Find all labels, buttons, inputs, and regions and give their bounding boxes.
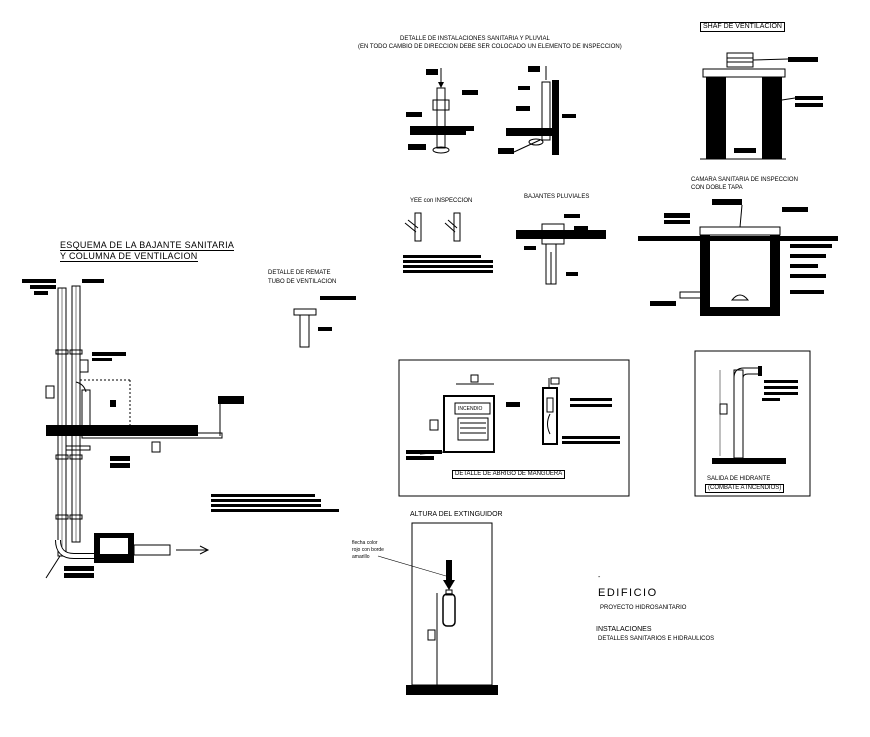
extinguisher-note-line1: flecha color: [352, 540, 378, 546]
downpipes-title: BAJANTES PLUVIALES: [524, 194, 590, 200]
hose-panel-text: INCENDIO: [458, 406, 483, 412]
scheme-title-line2: Y COLUMNA DE VENTILACION: [60, 251, 198, 262]
sanitary-detail-title: DETALLE DE INSTALACIONES SANITARIA Y PLU…: [400, 36, 550, 42]
chamber-title-line1: CAMARA SANITARIA DE INSPECCION: [691, 177, 798, 183]
chamber-title-line2: CON DOBLE TAPA: [691, 185, 743, 191]
yee-inspection-drawing: [403, 212, 493, 273]
title-block-dash: -: [598, 574, 601, 581]
ventilation-shaft-drawing: [700, 52, 823, 160]
extinguisher-note-line2: rojo con borde: [352, 547, 384, 553]
hydrant-panel: [694, 350, 811, 497]
hydrant-caption-line1: SALIDA DE HIDRANTE: [707, 476, 771, 482]
title-block-section: INSTALACIONES: [596, 626, 652, 633]
pluvial-downpipe-drawing: [516, 214, 606, 285]
scheme-title-line1: ESQUEMA DE LA BAJANTE SANITARIA: [60, 240, 235, 251]
extinguisher-drawing: [377, 522, 498, 695]
yee-title: YEE con INSPECCION: [410, 198, 473, 204]
downpipe-scheme-drawing: [22, 279, 339, 579]
extinguisher-note-line3: amarillo: [352, 554, 370, 560]
hose-cabinet-caption: DETALLE DE ABRIGO DE MANGUERA: [452, 470, 566, 479]
sanitary-detail-drawing: [406, 66, 576, 155]
vent-cap-title-line1: DETALLE DE REMATE: [268, 270, 331, 276]
title-block-project: PROYECTO HIDROSANITARIO: [600, 605, 687, 611]
title-block-building: EDIFICIO: [598, 587, 658, 599]
inspection-chamber-drawing: [638, 199, 838, 316]
extinguisher-title: ALTURA DEL EXTINGUIDOR: [410, 511, 503, 518]
shaft-title: SHAF DE VENTILACION: [700, 22, 785, 32]
vent-cap-title-line2: TUBO DE VENTILACION: [268, 279, 337, 285]
sanitary-detail-subtitle: (EN TODO CAMBIO DE DIRECCION DEBE SER CO…: [358, 44, 622, 50]
hose-cabinet-panel: [398, 359, 630, 497]
vent-cap-drawing: [293, 296, 356, 348]
title-block-details: DETALLES SANITARIOS E HIDRAULICOS: [598, 636, 715, 642]
hydrant-caption-line2: (COMBATE A INCENDIOS): [705, 484, 785, 493]
